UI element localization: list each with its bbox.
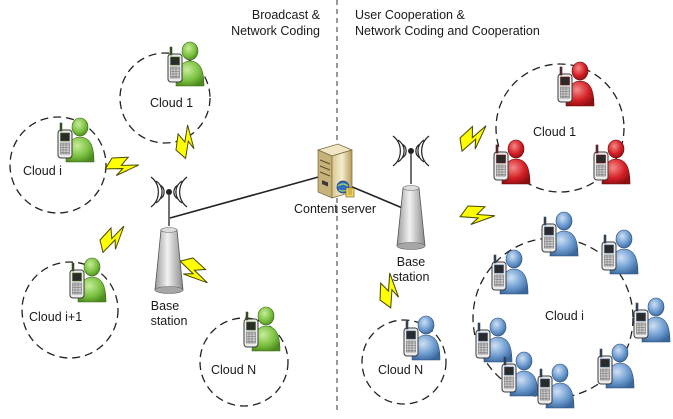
user-with-phone-icon — [493, 139, 531, 185]
right-cloud-n-label: Cloud N — [378, 363, 423, 377]
lightning-icon — [454, 121, 493, 155]
lightning-icon — [94, 222, 132, 256]
user-with-phone-icon — [57, 117, 95, 163]
user-with-phone-icon — [403, 315, 441, 361]
left-cloud-n-label: Cloud N — [211, 363, 256, 377]
lightning-icon — [103, 150, 141, 183]
right-cloud-i-circle — [472, 237, 634, 399]
left-cloud-1-label: Cloud 1 — [150, 96, 193, 110]
user-with-phone-icon — [475, 317, 513, 363]
user-with-phone-icon — [491, 249, 529, 295]
right-header-line1: User Cooperation & — [355, 8, 465, 22]
base-station-icon — [392, 135, 430, 250]
left-cloud-i1-label: Cloud i+1 — [29, 310, 82, 324]
right-base-station-label-line2: station — [393, 270, 430, 284]
lightning-icon — [458, 198, 498, 233]
user-with-phone-icon — [593, 139, 631, 185]
user-with-phone-icon — [243, 306, 281, 352]
left-cloud-n-circle — [199, 317, 289, 407]
right-cloud-i-label: Cloud i — [545, 309, 584, 323]
user-with-phone-icon — [633, 297, 671, 343]
left-base-station-label-line2: station — [151, 314, 188, 328]
content-server-label: Content server — [294, 202, 376, 216]
left-cloud-i-label: Cloud i — [23, 164, 62, 178]
right-header-line2: Network Coding and Cooperation — [355, 24, 540, 38]
user-with-phone-icon — [597, 343, 635, 389]
left-base-station-label-line1: Base — [151, 299, 180, 313]
user-with-phone-icon — [557, 61, 595, 107]
user-with-phone-icon — [69, 257, 107, 303]
left-cloud-i-circle — [9, 116, 107, 214]
left-cloud-1-circle — [119, 52, 211, 144]
left-header-line1: Broadcast & — [252, 8, 321, 22]
left-cloud-i1-circle — [21, 261, 119, 359]
right-cloud-1-circle — [495, 63, 625, 193]
server-icon — [316, 143, 355, 199]
user-with-phone-icon — [541, 211, 579, 257]
right-cloud-n-circle — [361, 319, 447, 405]
base-station-icon — [150, 176, 188, 294]
left-header-line2: Network Coding — [231, 24, 320, 38]
link-left-bs-server — [169, 175, 323, 219]
user-with-phone-icon — [537, 363, 575, 409]
right-base-station-label-line1: Base — [397, 255, 426, 269]
user-with-phone-icon — [167, 41, 205, 87]
right-cloud-1-label: Cloud 1 — [533, 125, 576, 139]
user-with-phone-icon — [601, 229, 639, 275]
